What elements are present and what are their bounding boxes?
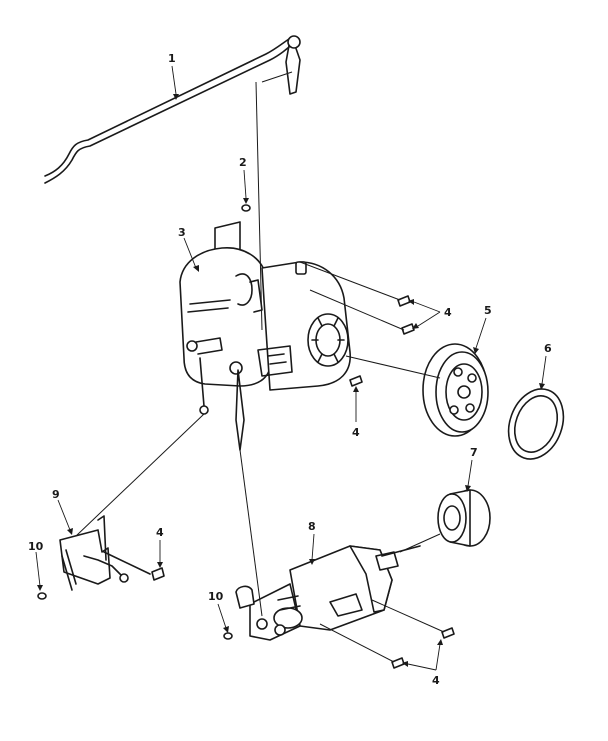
carburetor-housing: [179, 221, 351, 451]
callout-7: 7: [470, 446, 478, 459]
callout-10-lower: 10: [208, 590, 224, 603]
leader-lines: [35, 65, 547, 671]
screw-lower-1: [371, 599, 455, 639]
screw-lower-2: [319, 623, 405, 669]
small-nut: [241, 204, 251, 212]
callout-3: 3: [178, 226, 186, 239]
callout-8: 8: [308, 520, 316, 533]
pulley: [345, 343, 489, 437]
callout-2: 2: [239, 156, 247, 169]
ring-gasket: [507, 388, 565, 460]
callout-labels: 1 2 3 4 4 5 6 7 8 9 4 10 10 4: [28, 52, 552, 687]
bracket-linkage: [59, 515, 165, 591]
assembly-lines: [75, 71, 293, 617]
callout-9: 9: [52, 488, 60, 501]
cap-knob: [399, 489, 491, 553]
callout-5: 5: [484, 304, 492, 317]
clip-left: [37, 592, 47, 600]
callout-4-mid: 4: [352, 426, 360, 439]
callout-4-lower: 4: [432, 674, 440, 687]
control-rod: [44, 35, 301, 184]
callout-10-left: 10: [28, 540, 44, 553]
callout-1: 1: [168, 52, 176, 65]
clip-lower: [223, 632, 233, 640]
lower-motor-assembly: [235, 545, 421, 641]
screw-mid: [349, 375, 363, 387]
screw-upper-2: [309, 289, 415, 335]
callout-4-upper: 4: [444, 306, 452, 319]
callout-4-bracket: 4: [156, 526, 164, 539]
callout-6: 6: [544, 342, 552, 355]
